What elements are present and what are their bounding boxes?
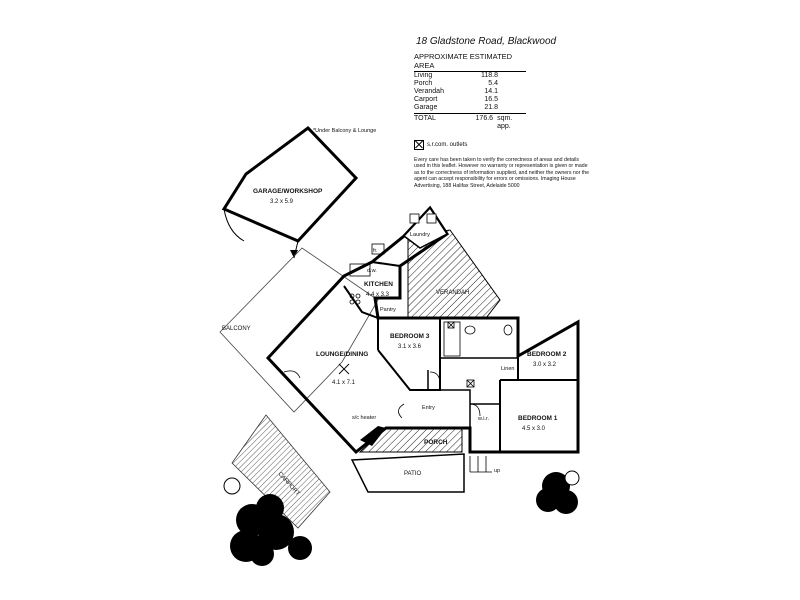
heater-label: s/c heater (352, 415, 376, 421)
outlet-legend: s.r.com. outlets (414, 140, 592, 150)
bedroom2-label: BEDROOM 2 (527, 351, 567, 358)
area-row: Living 118.8 (414, 72, 526, 80)
bedroom1-label: BEDROOM 1 (518, 415, 558, 422)
light-fitting-icon (338, 363, 350, 375)
balcony-label: BALCONY (222, 326, 251, 332)
arrow-icon (290, 250, 298, 258)
area-row-value: 5.4 (488, 80, 498, 87)
outlet-icon (414, 140, 424, 150)
kitchen-fittings (349, 243, 385, 305)
area-row: Garage 21.8 (414, 104, 526, 112)
wir-label: w.i.r. (477, 416, 489, 422)
laundry-label: Laundry (410, 232, 430, 238)
bedroom3-dims: 3.1 x 3.6 (398, 344, 422, 350)
kitchen-dims: 4.4 x 3.3 (366, 292, 390, 298)
bedroom1-dims: 4.5 x 3.0 (522, 426, 546, 432)
under-balcony-note: *Under Balcony & Lounge (313, 128, 376, 134)
area-row-value: 118.8 (481, 72, 498, 79)
area-row: Verandah 14.1 (414, 88, 526, 96)
plan-info-panel: 18 Gladstone Road, Blackwood APPROXIMATE… (414, 36, 592, 189)
entry-label: Entry (422, 405, 435, 411)
garage-label: GARAGE/WORKSHOP (253, 188, 323, 195)
area-row: Carport 16.5 (414, 96, 526, 104)
linen-label: Linen (501, 366, 514, 372)
laundry-room (402, 206, 449, 249)
outlet-icon (447, 321, 455, 329)
area-row-value: 21.8 (484, 104, 498, 111)
tree-icon (536, 470, 580, 514)
disclaimer-text: Every care has been taken to verify the … (414, 157, 590, 189)
lounge-dims: 4.1 x 7.1 (332, 380, 356, 386)
doors (283, 370, 481, 419)
area-total-label: TOTAL (414, 115, 436, 122)
area-row-label: Garage (414, 104, 438, 111)
area-row-label: Verandah (414, 88, 444, 95)
area-row-label: Living (414, 72, 433, 79)
outlet-legend-label: s.r.com. outlets (427, 142, 468, 148)
area-row-label: Porch (414, 80, 433, 87)
kitchen-label: KITCHEN (364, 281, 393, 288)
area-heading: APPROXIMATE ESTIMATED AREA (414, 52, 526, 72)
bedroom2-dims: 3.0 x 3.2 (533, 362, 557, 368)
area-row-value: 14.1 (484, 88, 498, 95)
balcony (219, 247, 379, 413)
fridge-label: fr. (373, 248, 378, 254)
outlet-markers (447, 321, 475, 388)
porch (358, 426, 463, 453)
garage-dims: 3.2 x 5.9 (270, 199, 294, 205)
area-total-unit: sqm. app. (497, 115, 513, 130)
patio-label: PATIO (404, 471, 421, 477)
lounge-label: LOUNGE/DINING (316, 351, 368, 358)
up-label: up (494, 468, 500, 474)
pantry-label: Pantry (380, 307, 396, 313)
area-total-value: 176.6 (475, 115, 494, 122)
outlet-icon (466, 379, 475, 388)
area-row-value: 16.5 (484, 96, 498, 103)
patio (350, 453, 492, 493)
area-total-row: TOTAL 176.6 sqm. app. (414, 113, 526, 131)
dishwasher-label: d.w. (367, 268, 377, 274)
verandah-label: VERANDAH (436, 290, 469, 296)
tree-icon (223, 477, 312, 566)
porch-label: PORCH (424, 439, 448, 446)
bedroom3-label: BEDROOM 3 (390, 333, 430, 340)
area-row-label: Carport (414, 96, 438, 103)
area-row: Porch 5.4 (414, 80, 526, 88)
property-address: 18 Gladstone Road, Blackwood (416, 36, 557, 47)
